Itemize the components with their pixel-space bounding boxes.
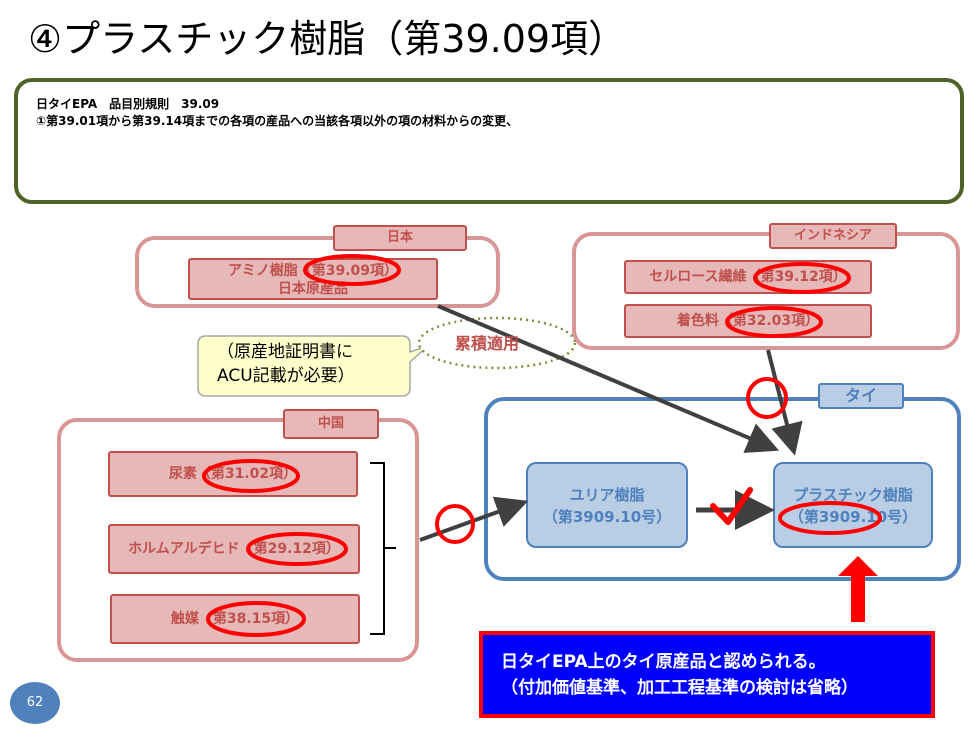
amino-resin-origin: 日本原産品 [278,281,348,297]
highlight-colorant [725,306,823,338]
cumulation-ellipse [417,316,577,370]
rule-line-2: ①第39.01項から第39.14項までの各項の産品への当該各項以外の項の材料から… [36,114,519,128]
callout-line-2: ACU記載が必要） [217,366,355,386]
catalyst-item: 触媒（第38.15項） [110,594,360,644]
plastic-resin-label: プラスチック樹脂 [793,486,913,504]
arrow-japan-to-plastic [437,304,780,453]
urea-resin-code: （第3909.10号） [542,508,672,526]
highlight-amino [303,254,401,286]
result-line-2: （付加価値基準、加工工程基準の検討は省略） [501,678,858,698]
callout-bubble [197,335,429,397]
page-title: ④プラスチック樹脂（第39.09項） [28,17,627,61]
rule-text: 日タイEPA 品目別規則 39.09 ①第39.01項から第39.14項までの各… [36,96,518,130]
callout-text: （原産地証明書に ACU記載が必要） [217,340,355,388]
china-brace [370,462,396,635]
arrow-indonesia-to-plastic [766,349,803,456]
urea-resin-box: ユリア樹脂 （第3909.10号） [526,462,688,548]
highlight-urea [202,459,300,493]
ok-circle-indonesia [746,377,788,419]
amino-resin-label: アミノ樹脂（第39.09項） [227,263,398,279]
thailand-tag: タイ [818,383,904,409]
checkmark-icon [710,487,753,525]
arrow-china-to-urea [419,496,529,542]
japan-tag: 日本 [333,225,467,251]
indonesia-tag: インドネシア [769,223,897,249]
red-up-arrow [838,556,878,622]
callout-line-1: （原産地証明書に [217,342,353,362]
highlight-formaldehyde [246,532,348,566]
page-number: 62 [10,682,60,724]
result-line-1: 日タイEPA上のタイ原産品と認められる。 [501,652,826,672]
china-tag: 中国 [283,409,379,439]
cumulation-label: 累積適用 [455,334,520,353]
formaldehyde-item: ホルムアルデヒド（第29.12項） [108,524,360,574]
rule-box [14,78,964,204]
highlight-plastic-code [778,501,882,535]
result-box: 日タイEPA上のタイ原産品と認められる。 （付加価値基準、加工工程基準の検討は省… [479,631,935,718]
plastic-resin-code: （第3909.10号） [788,508,918,526]
highlight-cellulose [753,262,851,294]
rule-line-1: 日タイEPA 品目別規則 39.09 [36,97,220,111]
urea-resin-label: ユリア樹脂 [569,486,645,504]
highlight-catalyst [206,601,306,637]
ok-circle-china [435,504,475,544]
